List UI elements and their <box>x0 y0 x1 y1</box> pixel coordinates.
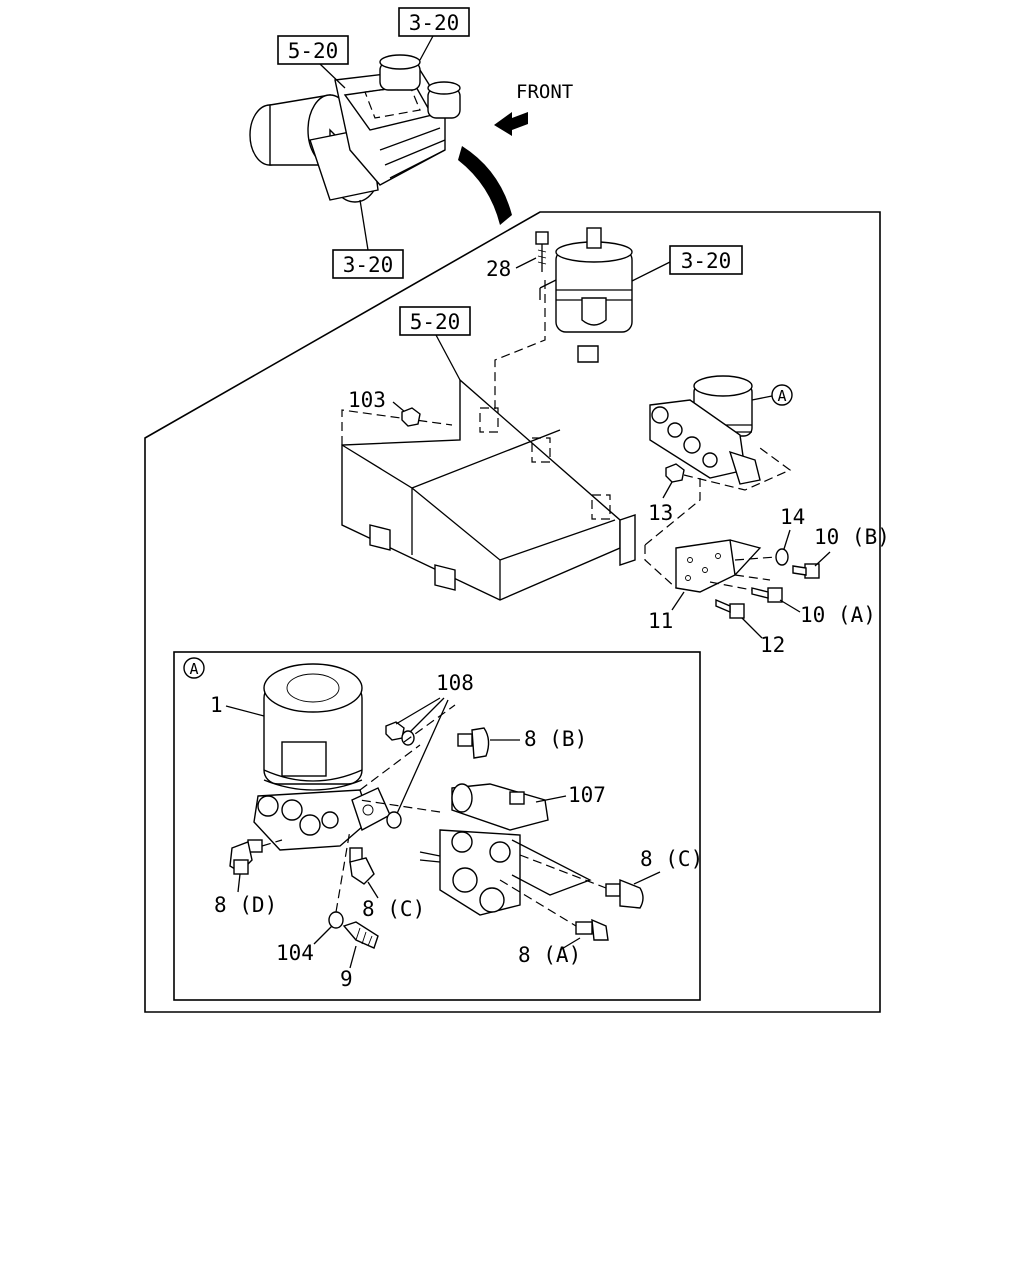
fitting-8a <box>575 918 609 941</box>
callout-28: 28 <box>486 257 511 281</box>
mounting-bracket-11 <box>675 539 762 593</box>
callout-8c: 8 (C) <box>362 897 425 921</box>
dryer-cartridge-1 <box>253 663 391 851</box>
detail-a-box-marker-label: A <box>189 660 198 678</box>
ref-box-3-20-bottom: 3-20 <box>332 249 404 279</box>
valve-107 <box>419 783 592 916</box>
washer-104 <box>328 911 344 929</box>
ref-box-label: 3-20 <box>343 253 394 277</box>
callout-10b: 10 (B) <box>814 525 890 549</box>
callout-107: 107 <box>568 783 606 807</box>
ref-box-3-20-top: 3-20 <box>398 7 470 37</box>
bolt-28 <box>535 231 549 272</box>
nipple-9 <box>342 921 379 949</box>
air-dryer-assembly <box>649 375 761 485</box>
callout-8c-right: 8 (C) <box>640 847 703 871</box>
callout-8b: 8 (B) <box>524 727 587 751</box>
callout-8a: 8 (A) <box>518 943 581 967</box>
detail-a-marker <box>771 384 793 406</box>
nut-108 <box>385 721 405 741</box>
detail-a-box-marker <box>183 657 205 679</box>
air-tank-canister <box>539 227 633 363</box>
bolt-10b <box>792 563 820 579</box>
callout-13: 13 <box>648 501 673 525</box>
callout-12: 12 <box>760 633 785 657</box>
ref-box-label: 3-20 <box>681 249 732 273</box>
callout-9: 9 <box>340 967 353 991</box>
fitting-8c-right <box>605 878 644 909</box>
overview-assembly <box>249 54 512 225</box>
front-arrow-icon <box>494 112 528 136</box>
elbow-fitting-8b <box>457 727 490 759</box>
bolt-12 <box>715 598 745 619</box>
nut-103 <box>401 407 421 427</box>
elbow-fitting-8c <box>349 847 375 885</box>
bracket-tray <box>341 378 636 601</box>
callout-104: 104 <box>276 941 314 965</box>
front-label: FRONT <box>516 81 573 103</box>
callout-11: 11 <box>648 609 673 633</box>
washer-108 <box>401 730 415 746</box>
callout-103: 103 <box>348 388 386 412</box>
washer-14 <box>775 548 789 566</box>
callout-10a: 10 (A) <box>800 603 876 627</box>
bolt-10a <box>751 587 783 603</box>
ref-box-3-20-right: 3-20 <box>669 245 743 275</box>
callout-108: 108 <box>436 671 474 695</box>
detail-a-marker-label: A <box>777 387 786 405</box>
ref-box-label: 3-20 <box>409 11 460 35</box>
callout-1: 1 <box>210 693 223 717</box>
elbow-fitting-8d <box>229 839 263 875</box>
detail-a-frame <box>173 651 701 1001</box>
callout-14: 14 <box>780 505 805 529</box>
ref-box-5-20-top: 5-20 <box>277 35 349 65</box>
ref-box-5-20-mid: 5-20 <box>399 306 471 336</box>
ref-box-label: 5-20 <box>288 39 339 63</box>
nut-13 <box>665 463 685 483</box>
o-ring <box>386 811 402 829</box>
ref-box-label: 5-20 <box>410 310 461 334</box>
main-view-frame <box>144 211 881 1013</box>
callout-8d: 8 (D) <box>214 893 277 917</box>
